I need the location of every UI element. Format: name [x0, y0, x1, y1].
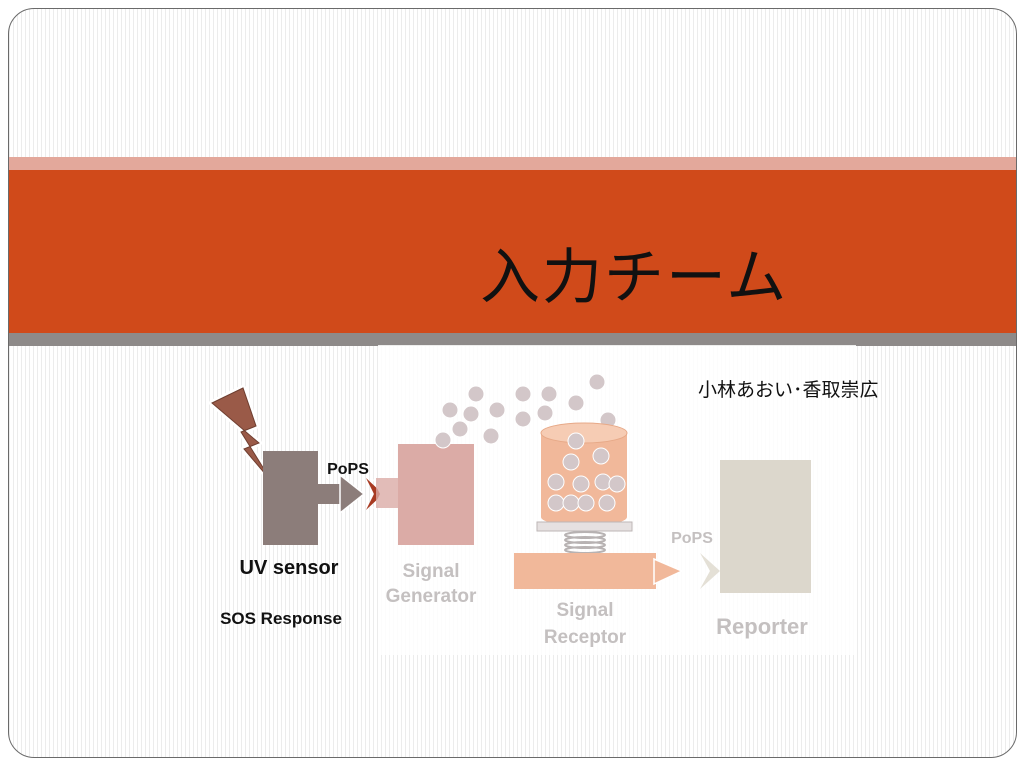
circle-dot-icon	[547, 473, 565, 491]
circle-dot-icon	[547, 494, 565, 512]
circle-dot-icon	[572, 475, 590, 493]
circle-dot-icon	[598, 494, 616, 512]
signal-receptor-bar	[514, 553, 656, 589]
reporter-label: Reporter	[716, 614, 808, 639]
pops-label-left: PoPS	[327, 461, 369, 478]
circle-dot-icon	[588, 373, 606, 391]
sos-response-label: SOS Response	[220, 609, 342, 628]
lightning-bolt-icon	[209, 385, 275, 485]
signal-generator-input	[376, 478, 402, 508]
reporter-block	[720, 460, 811, 593]
uv-sensor-block	[263, 451, 318, 545]
circle-dot-icon	[562, 453, 580, 471]
circle-dot-icon	[540, 385, 558, 403]
pops-arrow-right	[653, 557, 684, 586]
pops-arrow-left	[316, 473, 366, 515]
circle-dot-icon	[608, 475, 626, 493]
molecule-cloud	[434, 373, 617, 449]
pops-receiver-notch	[366, 478, 383, 510]
circle-dot-icon	[567, 394, 585, 412]
circle-dot-icon	[577, 494, 595, 512]
spring-icon	[564, 531, 606, 554]
signal-generator-label-line1: Signal	[402, 561, 459, 582]
circle-dot-icon	[567, 432, 585, 450]
signal-generator-label-line2: Generator	[386, 586, 477, 607]
circle-dot-icon	[514, 410, 532, 428]
header-band	[9, 170, 1016, 333]
receptor-plate	[536, 521, 633, 532]
circle-dot-icon	[467, 385, 485, 403]
circle-dot-icon	[482, 427, 500, 445]
circle-dot-icon	[594, 473, 612, 491]
signal-receptor-label-line1: Signal	[556, 600, 613, 621]
authors: 小林あおい･香取崇広	[698, 379, 879, 401]
circle-dot-icon	[488, 401, 506, 419]
uv-sensor-label: UV sensor	[240, 557, 339, 579]
circle-dot-icon	[462, 405, 480, 423]
circle-dot-icon	[562, 494, 580, 512]
circle-dot-icon	[451, 420, 469, 438]
header-stripe-bottom	[9, 333, 1016, 346]
circle-dot-icon	[592, 447, 610, 465]
signal-receptor-label-line2: Receptor	[544, 627, 627, 648]
circle-dot-icon	[536, 404, 554, 422]
circle-dot-icon	[434, 431, 452, 449]
circle-dot-icon	[441, 401, 459, 419]
bound-molecules	[547, 432, 626, 512]
slide-title: 入力チーム	[480, 243, 789, 313]
circle-dot-icon	[514, 385, 532, 403]
pops-label-right: PoPS	[671, 530, 713, 547]
reporter-input-notch	[700, 553, 720, 589]
header-stripe-top	[9, 157, 1016, 170]
signal-generator-block	[398, 444, 474, 545]
